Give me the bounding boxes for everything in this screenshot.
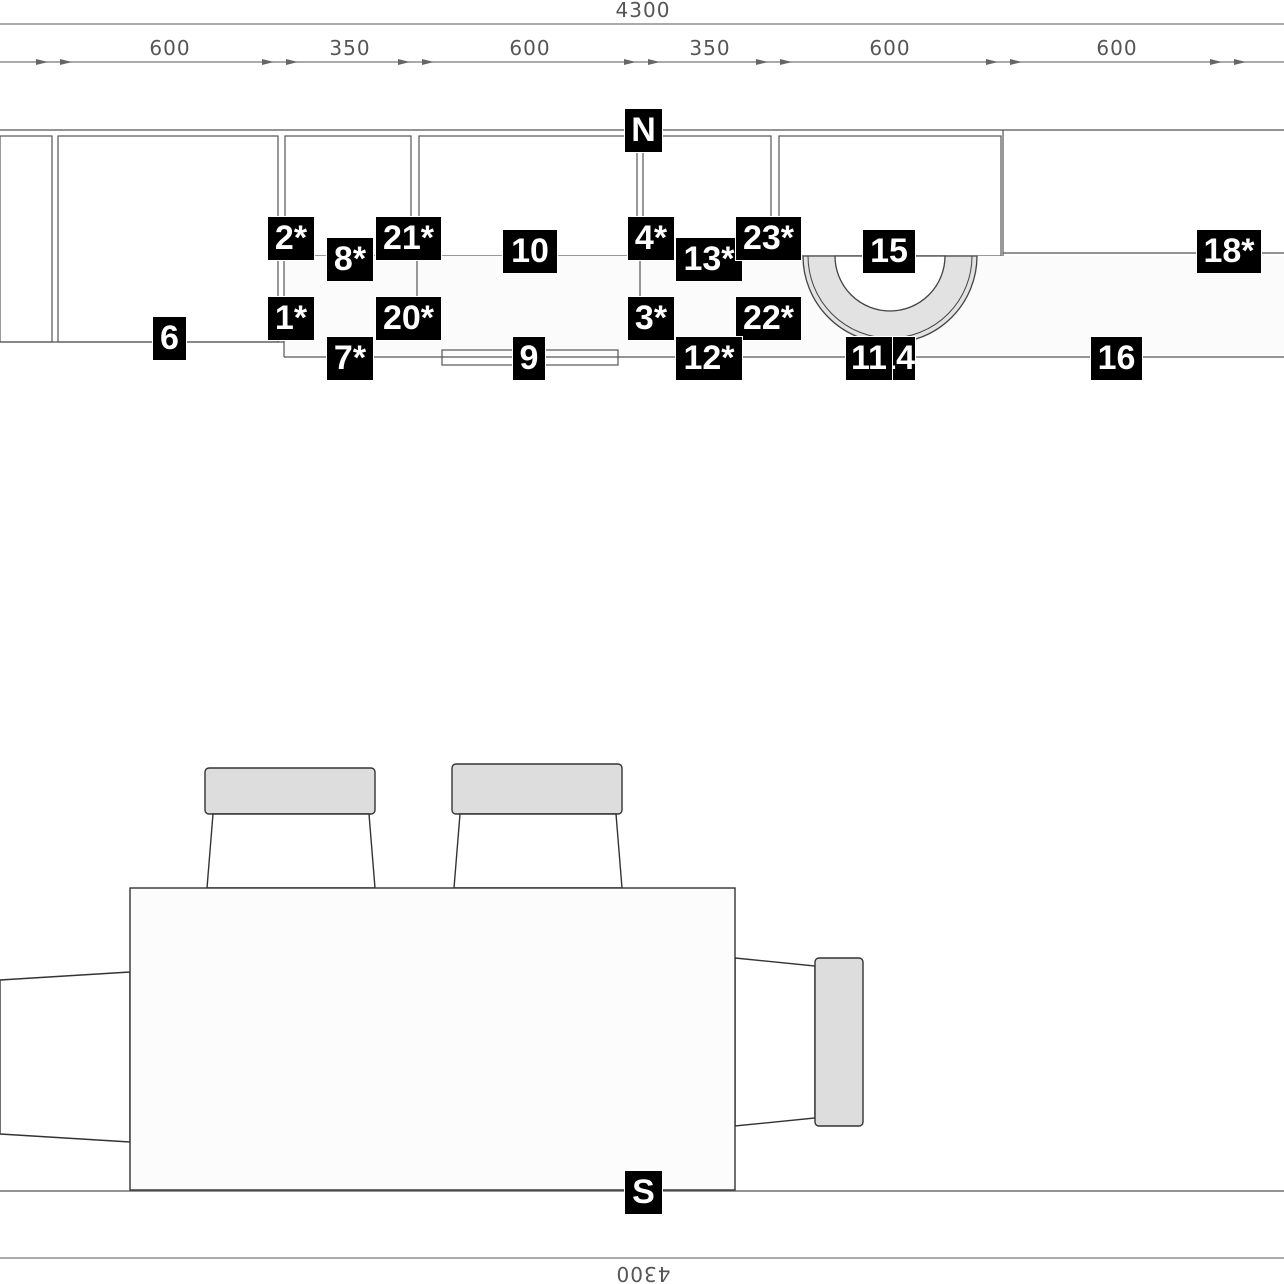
south-marker: S — [624, 1170, 663, 1215]
item-label: 9 — [512, 336, 546, 381]
item-label: 12* — [675, 336, 743, 381]
item-label: 22* — [735, 296, 802, 341]
item-label: 16 — [1090, 336, 1143, 381]
segment-dimension: 350 — [689, 36, 731, 60]
item-label: 13* — [675, 237, 743, 282]
chair-seat — [0, 971, 131, 1143]
dimension-lines — [0, 23, 1284, 1259]
dimension-arrows — [36, 59, 1246, 65]
chair-seat — [734, 957, 816, 1127]
item-label: 23* — [735, 216, 802, 261]
chair-back — [814, 957, 864, 1127]
segment-dimension: 600 — [509, 36, 551, 60]
total-width-bottom: 4300 — [615, 1262, 671, 1284]
chair-seat — [206, 813, 376, 889]
item-label: 20* — [375, 296, 442, 341]
item-label: 10 — [502, 229, 558, 274]
segment-dimension: 350 — [329, 36, 371, 60]
item-label: 21* — [375, 216, 442, 261]
item-label: 6 — [152, 316, 187, 361]
item-label: 7* — [326, 336, 374, 381]
segment-dimension: 600 — [1096, 36, 1138, 60]
dining-set — [0, 763, 1284, 1192]
item-label: 3* — [627, 296, 675, 341]
item-label: 15 — [862, 229, 916, 274]
item-label: 11 — [845, 336, 893, 381]
chair-seat — [453, 813, 623, 889]
item-label: 1* — [267, 296, 315, 341]
item-label: 8* — [326, 237, 374, 282]
dining-table — [129, 887, 736, 1191]
chair-back — [204, 767, 376, 815]
item-label: 18* — [1196, 229, 1262, 274]
chair-back — [451, 763, 623, 815]
total-width-top: 4300 — [615, 0, 671, 22]
segment-dimension: 600 — [869, 36, 911, 60]
item-label: 2* — [267, 216, 315, 261]
segment-dimension: 600 — [149, 36, 191, 60]
item-label: 4* — [627, 216, 675, 261]
north-marker: N — [624, 108, 663, 153]
item-label: 14 — [892, 336, 916, 381]
